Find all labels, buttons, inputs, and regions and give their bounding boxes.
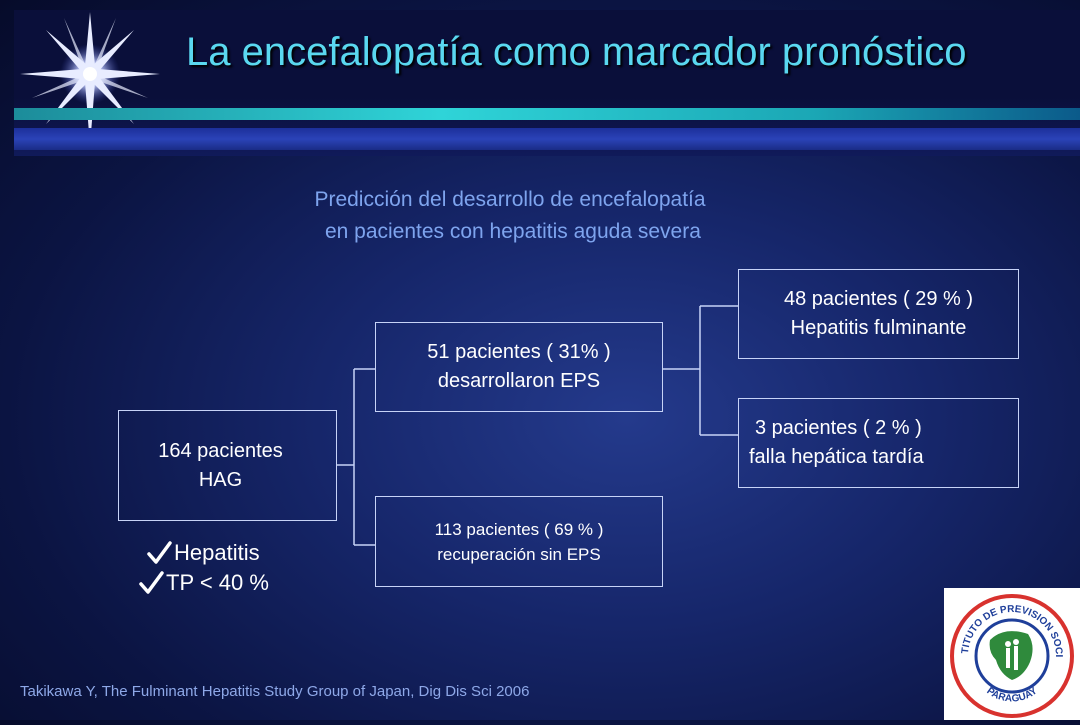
- criteria-item: Hepatitis: [138, 538, 269, 568]
- node-164-line2: HAG: [198, 468, 243, 491]
- citation: Takikawa Y, The Fulminant Hepatitis Stud…: [20, 683, 530, 700]
- criteria-list: Hepatitis TP < 40 %: [138, 538, 269, 598]
- node-48-patients: 48 pacientes ( 29 % ) Hepatitis fulminan…: [738, 269, 1019, 359]
- title-underline-blue: [14, 128, 1080, 150]
- checkmark-icon: [139, 571, 164, 594]
- node-51-patients: 51 pacientes ( 31% ) desarrollaron EPS: [375, 322, 663, 412]
- node-3-line1: 3 pacientes ( 2 % ): [755, 417, 922, 439]
- node-3-patients: 3 pacientes ( 2 % ) falla hepática tardí…: [738, 398, 1019, 488]
- node-48-line1: 48 pacientes ( 29 % ): [784, 288, 973, 310]
- node-113-line2: recuperación sin EPS: [437, 544, 601, 564]
- criteria-item: TP < 40 %: [138, 568, 269, 598]
- criteria-text: Hepatitis: [174, 540, 260, 565]
- node-113-patients: 113 pacientes ( 69 % ) recuperación sin …: [375, 496, 663, 587]
- checkmark-icon: [147, 541, 172, 564]
- node-164-patients: 164 pacientes HAG: [118, 410, 337, 521]
- title-underline-teal: [14, 108, 1080, 120]
- node-51-line2: desarrollaron EPS: [437, 370, 601, 392]
- node-48-line2: Hepatitis fulminante: [790, 317, 967, 339]
- ips-logo: INSTITUTO DE PREVISION SOCIAL PARAGUAY: [940, 580, 1080, 720]
- node-164-line1: 164 pacientes: [158, 439, 283, 462]
- diagram-subtitle: Predicción del desarrollo de encefalopat…: [255, 184, 765, 248]
- node-51-line1: 51 pacientes ( 31% ): [427, 341, 611, 363]
- ips-seal-icon: INSTITUTO DE PREVISION SOCIAL PARAGUAY: [940, 580, 1074, 718]
- node-3-line2: falla hepática tardía: [749, 446, 924, 468]
- criteria-text: TP < 40 %: [166, 570, 269, 595]
- subtitle-line-2: en pacientes con hepatitis aguda severa: [319, 220, 701, 243]
- node-113-line1: 113 pacientes ( 69 % ): [434, 519, 604, 539]
- subtitle-line-1: Predicción del desarrollo de encefalopat…: [314, 188, 706, 211]
- slide-title: La encefalopatía como marcador pronóstic…: [186, 30, 967, 74]
